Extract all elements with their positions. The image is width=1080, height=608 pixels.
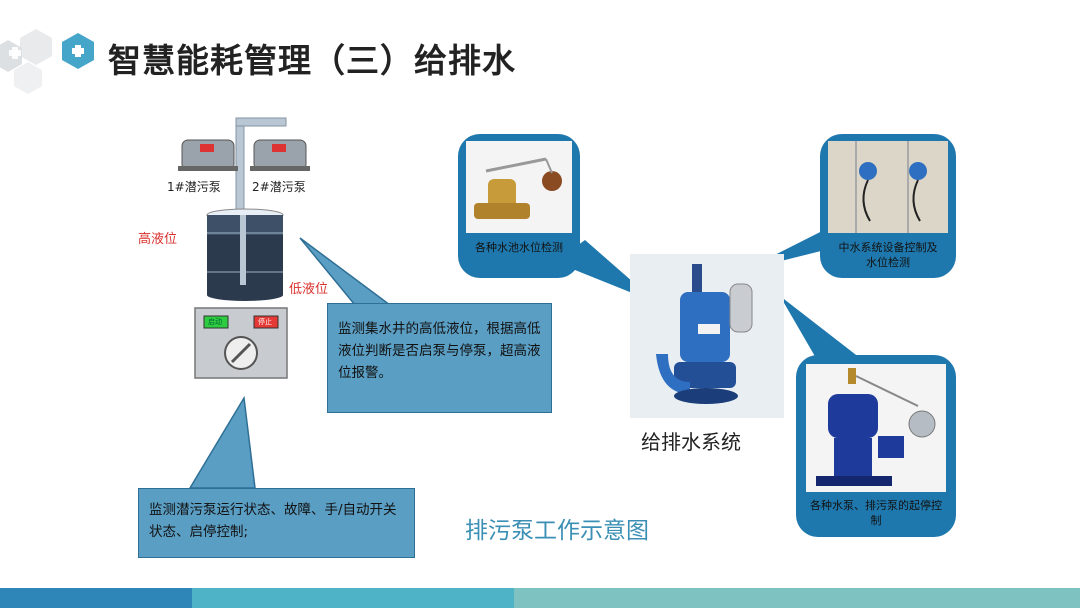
low-level-label: 低液位 bbox=[289, 282, 329, 297]
card-caption: 中水系统设备控制及水位检测 bbox=[838, 241, 938, 269]
card-caption: 各种水泵、排污泵的起停控制 bbox=[810, 499, 942, 527]
panel-stop-text: 停止 bbox=[258, 318, 272, 326]
page-title: 智慧能耗管理（三）给排水 bbox=[108, 41, 516, 80]
callout-level-monitoring: 监测集水井的高低液位，根据高低液位判断是否启泵与停泵，超高液位报警。 bbox=[327, 303, 552, 413]
card-photo bbox=[828, 141, 948, 233]
card-photo bbox=[466, 141, 572, 233]
footer-bar bbox=[0, 588, 1080, 608]
card-water-level-detection: 各种水池水位检测 bbox=[458, 134, 580, 278]
callout-pump-status: 监测潜污泵运行状态、故障、手/自动开关状态、启停控制; bbox=[138, 488, 415, 558]
pump-2-icon bbox=[250, 139, 310, 171]
water-tank-icon bbox=[206, 208, 284, 301]
float-valve-icon bbox=[474, 157, 562, 219]
control-valve-icon bbox=[816, 368, 936, 486]
level-sensor-icon bbox=[855, 141, 927, 233]
card-pump-start-stop: 各种水泵、排污泵的起停控制 bbox=[796, 355, 956, 537]
footer-segment-2 bbox=[192, 588, 514, 608]
diagram-title: 排污泵工作示意图 bbox=[465, 518, 649, 544]
pump-1-label: 1#潜污泵 bbox=[167, 180, 221, 194]
center-pump-photo bbox=[630, 254, 784, 418]
footer-segment-3 bbox=[514, 588, 1080, 608]
footer-segment-1 bbox=[0, 588, 192, 608]
pump-1-icon bbox=[178, 139, 238, 171]
sump-pump-diagram bbox=[178, 117, 310, 379]
high-level-label: 高液位 bbox=[138, 232, 178, 247]
control-panel-icon bbox=[194, 307, 288, 379]
card-caption: 各种水池水位检测 bbox=[475, 241, 563, 254]
pump-2-label: 2#潜污泵 bbox=[252, 180, 306, 194]
logo-hexagons bbox=[0, 29, 94, 94]
panel-start-text: 启动 bbox=[208, 318, 222, 326]
card-photo bbox=[806, 364, 946, 492]
submersible-pump-icon bbox=[656, 264, 753, 404]
callout-level-text: 监测集水井的高低液位，根据高低液位判断是否启泵与停泵，超高液位报警。 bbox=[338, 321, 541, 381]
callout-pump-text: 监测潜污泵运行状态、故障、手/自动开关状态、启停控制; bbox=[149, 502, 397, 540]
card-reclaimed-water-control: 中水系统设备控制及水位检测 bbox=[820, 134, 956, 278]
system-label: 给排水系统 bbox=[641, 430, 741, 454]
